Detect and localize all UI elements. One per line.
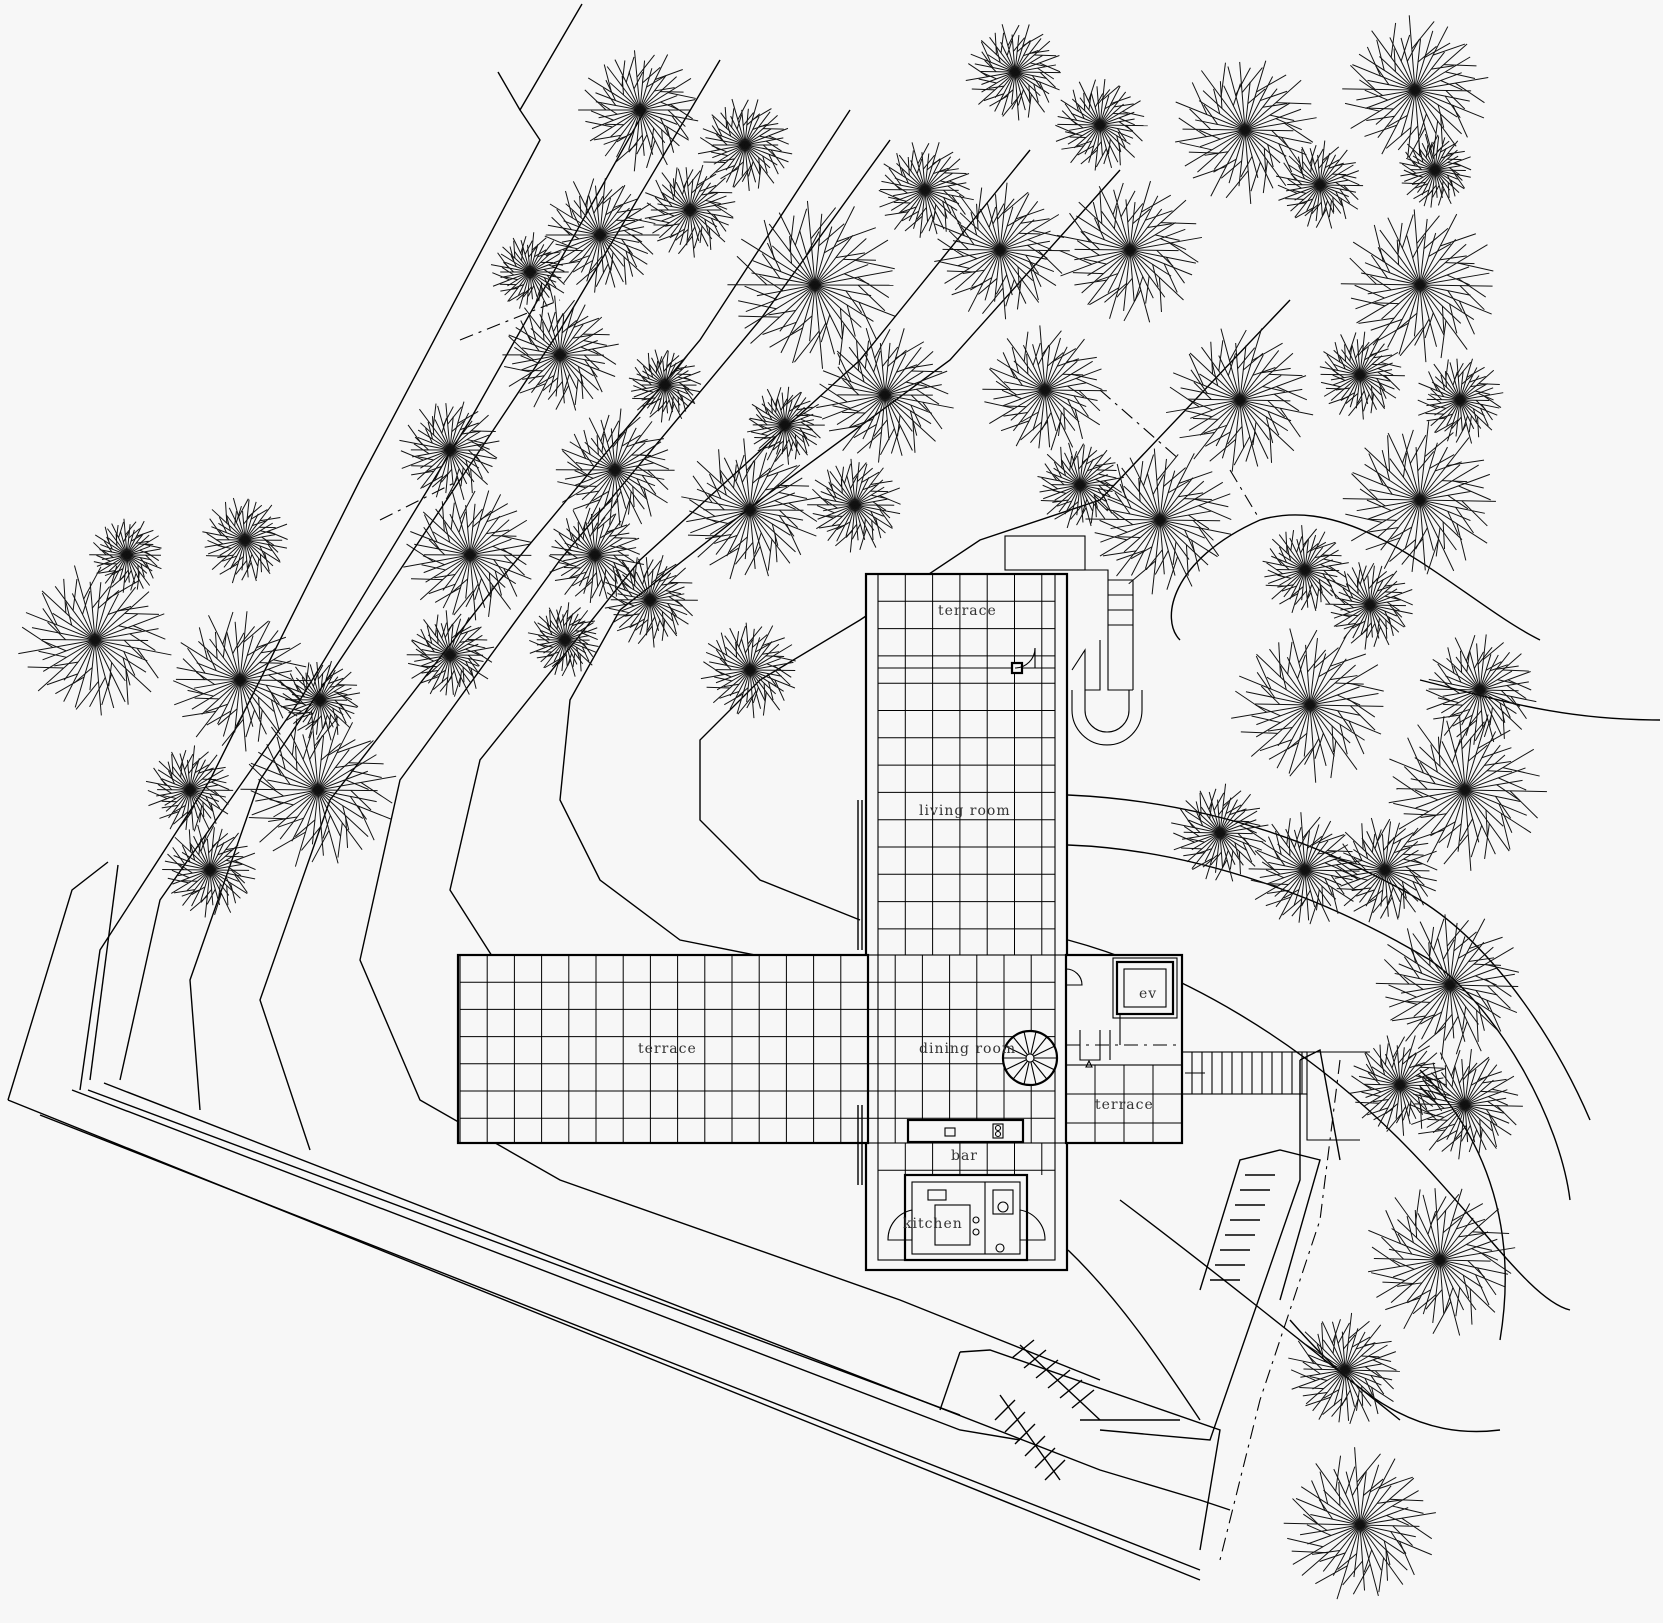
tree-icon xyxy=(544,178,660,293)
bar-counter xyxy=(906,1118,1025,1144)
tree-icon xyxy=(982,325,1107,451)
tree-icon xyxy=(681,438,821,580)
tree-icon xyxy=(399,401,500,501)
tree-icon xyxy=(1288,1312,1400,1425)
tree-icon xyxy=(403,489,533,621)
tree-icon xyxy=(1399,134,1472,208)
tree-icon xyxy=(527,602,599,677)
tree-icon xyxy=(1375,914,1520,1060)
tree-icon xyxy=(1248,812,1362,925)
tree-icon xyxy=(1388,714,1547,871)
tree-icon xyxy=(934,182,1070,320)
tree-icon xyxy=(18,565,172,716)
tree-icon xyxy=(1231,628,1384,783)
exterior-stairs xyxy=(994,1149,1321,1481)
north-wing-outline xyxy=(864,572,1069,1272)
tree-icon xyxy=(1055,79,1148,171)
label-terrace-north: terrace xyxy=(938,603,997,619)
tree-icon xyxy=(502,295,619,411)
tree-icon xyxy=(878,142,974,238)
room-labels: terrace living room terrace dining room … xyxy=(638,603,1157,1232)
tree-icon xyxy=(1340,209,1494,363)
tree-icon xyxy=(578,50,699,172)
tree-icon xyxy=(1056,180,1203,323)
tree-icon xyxy=(145,745,234,832)
tree-icon xyxy=(1275,140,1364,229)
tree-icon xyxy=(548,507,645,603)
elevator xyxy=(1115,960,1175,1016)
tree-icon xyxy=(1348,1035,1451,1136)
tree-icon xyxy=(1342,15,1489,159)
label-ev: ev xyxy=(1139,986,1157,1002)
tree-icon xyxy=(604,555,698,648)
label-terrace-west: terrace xyxy=(638,1041,697,1057)
label-kitchen: kitchen xyxy=(903,1216,963,1232)
building xyxy=(456,535,1370,1272)
service-core xyxy=(1065,954,1183,1066)
tree-icon xyxy=(1283,1447,1436,1600)
kitchen-block xyxy=(903,1173,1029,1262)
tree-icon xyxy=(816,328,954,463)
tree-icon xyxy=(172,611,312,752)
tree-icon xyxy=(162,824,256,918)
tree-icon xyxy=(406,610,495,697)
label-dining-room: dining room xyxy=(919,1041,1016,1057)
tree-icon xyxy=(1333,817,1438,923)
tree-icon xyxy=(727,200,896,369)
tree-icon xyxy=(644,164,736,258)
tree-icon xyxy=(1037,442,1124,529)
tree-icon xyxy=(1342,421,1496,575)
entry-canopy xyxy=(1004,535,1086,571)
floor-grid xyxy=(460,574,1182,1175)
tree-icon xyxy=(555,408,675,528)
tree-icon xyxy=(1262,525,1349,614)
spiral-stair xyxy=(1001,1029,1059,1087)
tree-icon xyxy=(1325,562,1413,650)
contour-lines xyxy=(79,3,1661,1433)
tree-icon xyxy=(807,458,901,553)
east-stair xyxy=(1181,1051,1308,1095)
label-living-room: living room xyxy=(919,803,1011,819)
label-bar: bar xyxy=(951,1148,978,1164)
tree-icon xyxy=(1368,1188,1516,1336)
tree-icon xyxy=(1410,1049,1523,1160)
tree-icon xyxy=(240,710,397,867)
label-terrace-east: terrace xyxy=(1095,1097,1154,1113)
tree-icon xyxy=(628,349,702,423)
tree-icon xyxy=(280,660,361,741)
tree-icon xyxy=(1417,358,1504,444)
tree-icon xyxy=(1165,328,1314,472)
tree-icon xyxy=(1425,634,1537,745)
tree-icon xyxy=(1171,783,1269,882)
tree-icon xyxy=(1319,331,1405,420)
tree-icon xyxy=(697,98,793,192)
tree-symbols xyxy=(18,15,1547,1600)
tree-icon xyxy=(1175,60,1317,204)
tree-icon xyxy=(202,497,288,584)
tree-icon xyxy=(1085,448,1232,595)
tree-icon xyxy=(965,24,1061,121)
tree-icon xyxy=(89,518,162,593)
tree-icon xyxy=(747,386,825,465)
tree-icon xyxy=(490,232,569,309)
tree-icon xyxy=(700,622,796,719)
